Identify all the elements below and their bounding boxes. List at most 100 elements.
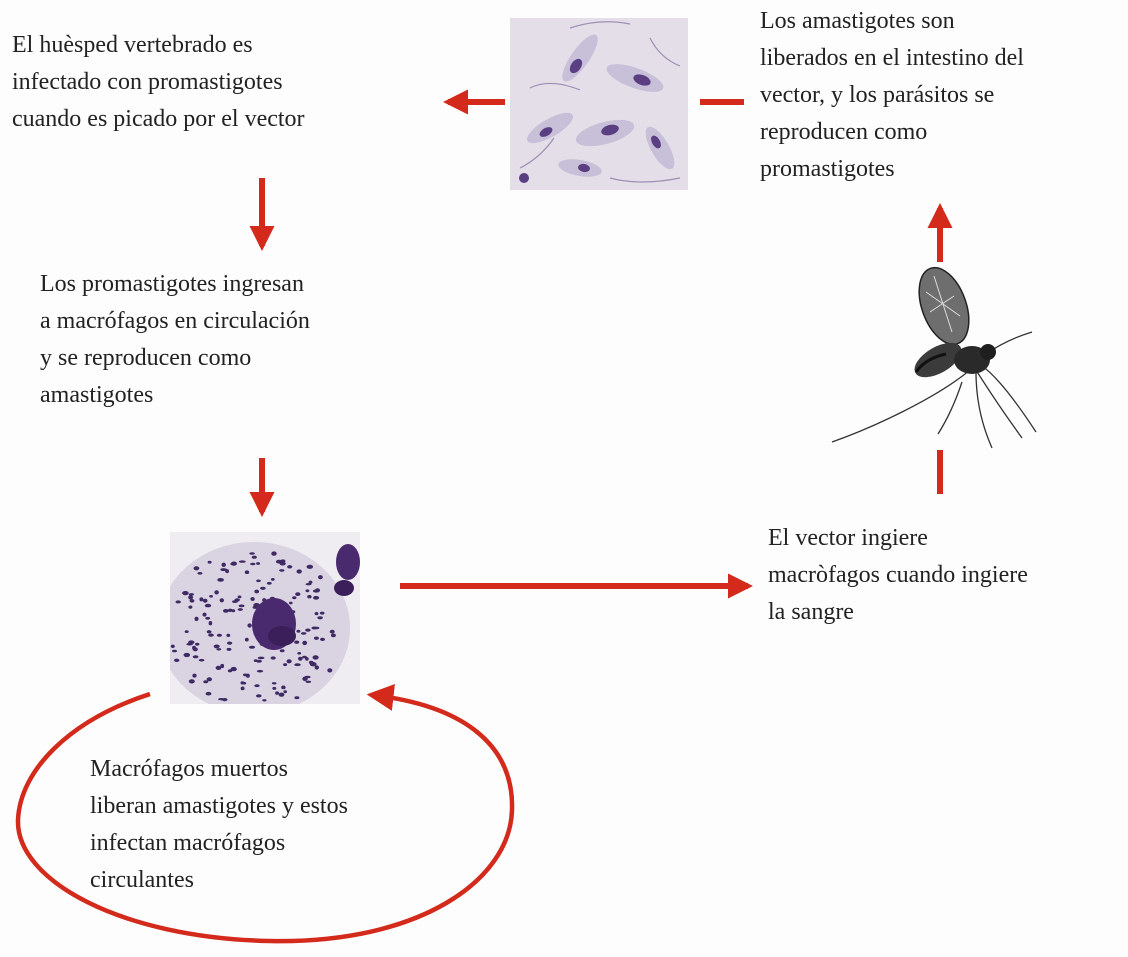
step-released-in-gut-line: vector, y los parásitos se <box>760 77 1024 114</box>
amastigote-dot <box>307 565 314 569</box>
amastigote-dot <box>256 580 261 583</box>
step-host-infected-line: El huèsped vertebrado es <box>12 27 305 64</box>
amastigote-dot <box>287 565 292 568</box>
step-enter-macrophages-line: Los promastigotes ingresan <box>40 266 310 303</box>
amastigote-dot <box>260 587 266 590</box>
step-vector-ingests-line: macròfagos cuando ingiere <box>768 557 1028 594</box>
amastigote-dot <box>239 605 245 608</box>
amastigote-dot <box>292 596 296 599</box>
amastigote-dot <box>311 627 317 630</box>
step-dead-macrophages-line: circulantes <box>90 862 348 899</box>
amastigote-dot <box>317 616 323 619</box>
step-dead-macrophages-line: Macrófagos muertos <box>90 751 348 788</box>
amastigote-dot <box>297 652 301 655</box>
amastigote-dot <box>190 599 195 603</box>
amastigote-dot <box>307 595 311 598</box>
amastigote-dot <box>313 655 319 659</box>
amastigote-dot <box>203 599 208 603</box>
promastigotes-micrograph <box>510 18 688 190</box>
amastigote-dot <box>188 595 193 599</box>
amastigote-dot <box>193 647 198 651</box>
amastigote-dot <box>199 597 203 601</box>
amastigote-dot <box>192 674 196 678</box>
amastigote-dot <box>297 569 302 573</box>
amastigote-dot <box>199 659 205 662</box>
amastigote-dot <box>184 653 191 657</box>
amastigote-dot <box>223 609 229 613</box>
amastigote-dot <box>330 630 335 634</box>
amastigote-dot <box>245 638 249 642</box>
amastigote-dot <box>252 556 257 559</box>
step-dead-macrophages: Macrófagos muertos liberan amastigotes y… <box>90 751 348 899</box>
amastigote-dot <box>313 596 319 600</box>
amastigote-dot <box>217 578 224 582</box>
amastigote-dot <box>176 600 181 603</box>
amastigote-dot <box>310 662 317 666</box>
amastigote-dot <box>283 690 287 693</box>
amastigote-dot <box>195 643 199 646</box>
amastigote-dot <box>271 578 275 581</box>
amastigote-dot <box>302 641 307 645</box>
amastigote-dot <box>171 645 175 648</box>
amastigote-dot <box>247 623 251 627</box>
amastigote-dot <box>245 570 249 574</box>
amastigote-dot <box>249 552 255 554</box>
amastigote-dot <box>280 649 285 652</box>
amastigote-dot <box>315 588 320 592</box>
amastigote-dot <box>271 656 276 659</box>
amastigote-dot <box>195 617 199 621</box>
amastigote-dot <box>189 679 195 683</box>
amastigote-dot <box>227 648 232 651</box>
amastigote-dot <box>217 634 222 637</box>
amastigote-dot <box>174 659 179 662</box>
amastigote-dot <box>214 590 219 594</box>
amastigote-dot <box>243 674 248 677</box>
amastigote-dot <box>272 687 276 690</box>
amastigote-dot <box>207 630 212 633</box>
step-enter-macrophages-line: y se reproducen como <box>40 340 310 377</box>
amastigote-dot <box>222 563 226 567</box>
amastigote-dot <box>172 650 177 653</box>
amastigote-dot <box>188 640 194 644</box>
amastigote-dot <box>226 634 230 637</box>
amastigote-dot <box>207 677 212 681</box>
amastigote-dot <box>302 677 307 681</box>
amastigote-dot <box>209 595 213 598</box>
step-enter-macrophages: Los promastigotes ingresan a macrófagos … <box>40 266 310 414</box>
amastigote-dot <box>295 592 300 596</box>
amastigote-dot <box>230 562 237 565</box>
macrophage-micrograph <box>170 532 360 704</box>
step-enter-macrophages-line: a macrófagos en circulación <box>40 303 310 340</box>
amastigote-dot <box>189 593 194 596</box>
amastigote-dot <box>208 634 214 637</box>
amastigote-dot <box>188 606 192 609</box>
amastigote-dot <box>185 630 189 633</box>
amastigote-dot <box>238 608 243 611</box>
amastigote-dot <box>220 598 224 602</box>
step-released-in-gut-line: reproducen como <box>760 114 1024 151</box>
amastigote-dot <box>239 560 246 562</box>
amastigote-dot <box>287 659 292 663</box>
step-vector-ingests-line: la sangre <box>768 594 1028 631</box>
amastigote-dot <box>241 687 245 691</box>
amastigote-dot <box>275 691 279 694</box>
amastigote-dot <box>225 569 229 573</box>
amastigote-dot <box>294 641 299 644</box>
amastigote-dot <box>216 666 222 670</box>
amastigote-dot <box>281 686 285 690</box>
amastigote-dot <box>258 657 265 660</box>
sandfly-drawing <box>826 262 1040 450</box>
amastigote-dot <box>254 684 259 687</box>
step-released-in-gut-line: Los amastigotes son <box>760 3 1024 40</box>
amastigote-dot <box>228 609 232 612</box>
amastigote-dot <box>205 617 210 620</box>
amastigote-dot <box>257 670 263 673</box>
amastigote-dot <box>305 629 310 632</box>
amastigote-dot <box>301 632 307 635</box>
amastigote-dot <box>205 604 211 608</box>
step-dead-macrophages-line: infectan macrófagos <box>90 825 348 862</box>
amastigote-dot <box>314 637 319 640</box>
amastigote-dot <box>279 569 284 572</box>
amastigote-dot <box>209 621 213 625</box>
